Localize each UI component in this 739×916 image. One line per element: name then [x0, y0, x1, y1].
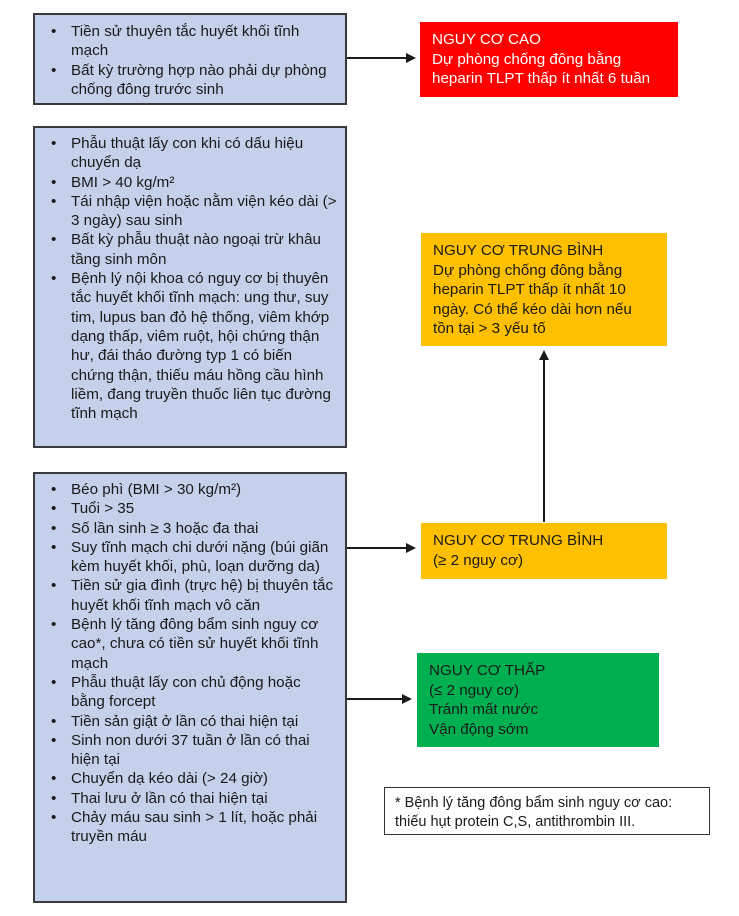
box2-item-3: Tái nhập viện hoặc nằm viện kéo dài (> 3… — [51, 192, 337, 231]
footnote-text: * Bệnh lý tăng đông bẩm sinh nguy cơ cao… — [395, 795, 673, 830]
intermediate-risk-factors-list: Phẫu thuật lấy con khi có dấu hiệu chuyể… — [43, 134, 337, 423]
box3-item-3: Số lần sinh ≥ 3 hoặc đa thai — [51, 519, 337, 539]
low-risk-line-1: (≤ 2 nguy cơ) — [429, 681, 520, 699]
box3-item-8: Tiền sản giật ở lần có thai hiện tại — [51, 712, 337, 732]
high-risk-box: NGUY CƠ CAO Dự phòng chống đông bằng hep… — [420, 22, 678, 97]
low-risk-box: NGUY CƠ THẤP (≤ 2 nguy cơ) Tránh mất nướ… — [417, 653, 659, 747]
high-risk-text: Dự phòng chống đông bằng heparin TLPT th… — [432, 50, 651, 88]
high-risk-title: NGUY CƠ CAO — [432, 31, 541, 48]
medium-risk-2-text: (≥ 2 nguy cơ) — [433, 551, 524, 569]
box3-item-2: Tuổi > 35 — [51, 499, 337, 519]
box3-item-10: Chuyển dạ kéo dài (> 24 giờ) — [51, 769, 337, 789]
box3-item-1: Béo phì (BMI > 30 kg/m²) — [51, 480, 337, 500]
box1-item-2: Bất kỳ trường hợp nào phải dự phòng chốn… — [51, 61, 337, 100]
medium-risk-box-2: NGUY CƠ TRUNG BÌNH (≥ 2 nguy cơ) — [421, 523, 667, 579]
box1-item-1: Tiền sử thuyên tắc huyết khối tĩnh mạch — [51, 22, 337, 61]
box2-item-4: Bất kỳ phẫu thuật nào ngoại trừ khâu tần… — [51, 230, 337, 269]
low-risk-line-3: Vận động sớm — [429, 720, 529, 738]
box2-item-5: Bệnh lý nội khoa có nguy cơ bị thuyên tắ… — [51, 269, 337, 423]
box3-item-5: Tiền sử gia đình (trực hệ) bị thuyên tắc… — [51, 576, 337, 615]
box3-item-12: Chảy máu sau sinh > 1 lít, hoặc phải tru… — [51, 808, 337, 847]
low-risk-factors-box: Béo phì (BMI > 30 kg/m²)Tuổi > 35Số lần … — [33, 472, 347, 903]
box3-item-4: Suy tĩnh mạch chi dưới nặng (búi giãn kè… — [51, 538, 337, 577]
box2-item-2: BMI > 40 kg/m² — [51, 173, 337, 193]
medium-risk-box-1: NGUY CƠ TRUNG BÌNH Dự phòng chống đông b… — [421, 233, 667, 346]
box2-item-1: Phẫu thuật lấy con khi có dấu hiệu chuyể… — [51, 134, 337, 173]
box3-item-7: Phẫu thuật lấy con chủ động hoặc bằng fo… — [51, 673, 337, 712]
low-risk-line-2: Tránh mất nước — [429, 701, 539, 718]
medium-risk-2-title: NGUY CƠ TRUNG BÌNH — [433, 532, 604, 549]
low-risk-title: NGUY CƠ THẤP — [429, 662, 546, 679]
high-risk-factors-list: Tiền sử thuyên tắc huyết khối tĩnh mạchB… — [43, 22, 337, 99]
intermediate-risk-factors-box: Phẫu thuật lấy con khi có dấu hiệu chuyể… — [33, 126, 347, 448]
footnote-box: * Bệnh lý tăng đông bẩm sinh nguy cơ cao… — [384, 787, 710, 835]
medium-risk-1-text: Dự phòng chống đông bằng heparin TLPT th… — [433, 261, 632, 338]
box3-item-6: Bệnh lý tăng đông bẩm sinh nguy cơ cao*,… — [51, 615, 337, 673]
box3-item-11: Thai lưu ở lần có thai hiện tại — [51, 789, 337, 809]
high-risk-factors-box: Tiền sử thuyên tắc huyết khối tĩnh mạchB… — [33, 13, 347, 105]
box3-item-9: Sinh non dưới 37 tuần ở lần có thai hiện… — [51, 731, 337, 770]
medium-risk-1-title: NGUY CƠ TRUNG BÌNH — [433, 242, 604, 259]
low-risk-factors-list: Béo phì (BMI > 30 kg/m²)Tuổi > 35Số lần … — [43, 480, 337, 847]
